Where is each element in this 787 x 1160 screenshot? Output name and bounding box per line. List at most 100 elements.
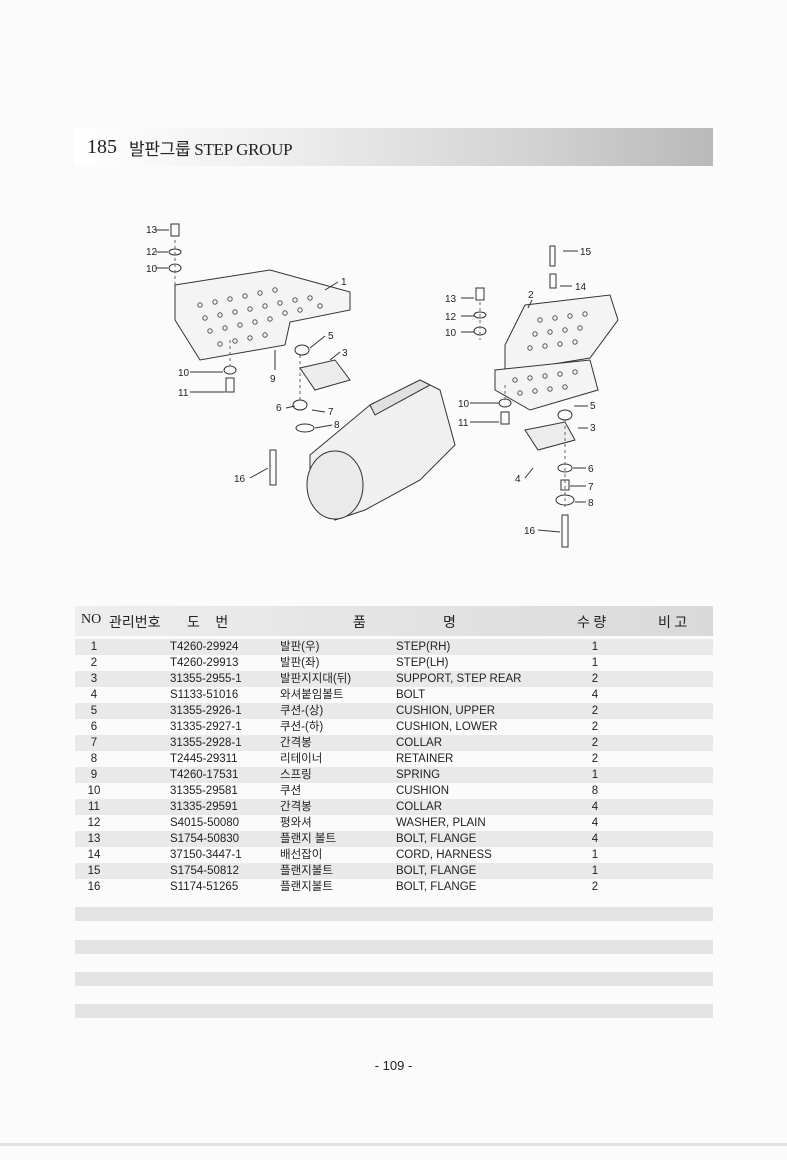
callout-11-rh: 11 — [458, 418, 469, 429]
row-no: 4 — [90, 689, 98, 701]
col-qty: 수 량 — [577, 616, 607, 631]
row-qty: 8 — [591, 785, 599, 797]
callout-9: 9 — [270, 374, 276, 385]
col-name: 명 — [443, 616, 456, 631]
callout-7-rh: 7 — [588, 482, 594, 493]
row-part-number: T4260-29924 — [170, 641, 239, 653]
row-korean-name: 쿠션 — [280, 785, 302, 797]
row-korean-name: 플랜지 볼트 — [280, 833, 337, 845]
cushion-stack-rh — [498, 398, 575, 506]
row-no: 16 — [87, 881, 101, 893]
row-part-number: 31335-2927-1 — [170, 721, 242, 733]
row-no: 8 — [90, 753, 98, 765]
callout-14: 14 — [575, 282, 587, 293]
row-part-number: S1174-51265 — [170, 881, 239, 893]
table-row: 5 31355-2926-1 쿠션-(상) CUSHION, UPPER 2 — [75, 703, 713, 719]
row-qty: 2 — [591, 753, 599, 765]
row-part-number: 31355-29581 — [170, 785, 238, 797]
row-qty: 1 — [591, 849, 599, 861]
row-qty: 2 — [591, 673, 599, 685]
callout-15: 15 — [580, 247, 592, 258]
row-korean-name: 평와셔 — [280, 817, 312, 829]
empty-row-stripe — [75, 972, 713, 986]
row-part-number: 37150-3447-1 — [170, 849, 242, 861]
row-part-number: 31355-2926-1 — [170, 705, 242, 717]
callout-5-lh: 5 — [328, 331, 334, 342]
cushion-stack-lh — [223, 344, 315, 433]
callout-12-lh: 12 — [146, 247, 158, 258]
row-no: 7 — [90, 737, 98, 749]
row-english-name: BOLT, FLANGE — [396, 881, 477, 893]
exploded-parts-diagram: 13 12 10 1 10 11 9 5 3 6 7 8 16 15 14 2 … — [146, 223, 619, 548]
callout-6-lh: 6 — [276, 403, 282, 414]
row-part-number: 31355-2928-1 — [170, 737, 242, 749]
row-korean-name: 쿠션-(상) — [280, 705, 324, 717]
row-english-name: CORD, HARNESS — [396, 849, 492, 861]
row-english-name: BOLT, FLANGE — [396, 865, 477, 877]
table-row: 10 31355-29581 쿠션 CUSHION 8 — [75, 783, 713, 799]
row-no: 11 — [88, 801, 100, 813]
step-plate-rh-upper — [504, 294, 619, 373]
empty-row-stripe — [75, 907, 713, 921]
row-part-number: S4015-50080 — [170, 817, 240, 829]
row-english-name: COLLAR — [396, 737, 443, 749]
row-no: 9 — [90, 769, 98, 781]
col-item: 품 — [353, 616, 366, 631]
row-qty: 4 — [591, 689, 599, 701]
row-korean-name: 간격봉 — [280, 801, 312, 813]
callout-6-rh: 6 — [588, 464, 594, 475]
row-no: 5 — [90, 705, 98, 717]
table-row: 14 37150-3447-1 배선잡이 CORD, HARNESS 1 — [75, 847, 713, 863]
row-english-name: CUSHION, UPPER — [396, 705, 496, 717]
row-korean-name: 플랜지볼트 — [280, 881, 333, 893]
callout-2: 2 — [528, 290, 534, 301]
row-part-number: S1754-50812 — [170, 865, 240, 877]
row-english-name: COLLAR — [396, 801, 443, 813]
callout-12-rh: 12 — [445, 312, 457, 323]
row-part-number: S1754-50830 — [170, 833, 240, 845]
callout-8-rh: 8 — [588, 498, 594, 509]
callout-10-rh-lower: 10 — [458, 399, 470, 410]
callout-10-lh: 10 — [146, 264, 158, 275]
row-korean-name: 쿠션-(하) — [280, 721, 324, 733]
row-qty: 1 — [591, 769, 599, 781]
row-korean-name: 발판지지대(뒤) — [280, 673, 352, 685]
callout-10-lh-lower: 10 — [178, 368, 190, 379]
row-qty: 2 — [591, 721, 599, 733]
row-korean-name: 배선잡이 — [280, 849, 323, 861]
row-qty: 4 — [591, 817, 599, 829]
row-korean-name: 플랜지볼트 — [280, 865, 333, 877]
row-english-name: BOLT — [396, 689, 426, 701]
row-qty: 1 — [591, 641, 599, 653]
row-english-name: SPRING — [396, 769, 441, 781]
callout-11-lh: 11 — [178, 388, 189, 399]
row-qty: 4 — [591, 801, 599, 813]
row-no: 2 — [90, 657, 98, 669]
row-korean-name: 리테이너 — [280, 753, 323, 765]
callout-13-rh: 13 — [445, 294, 457, 305]
row-no: 14 — [87, 849, 101, 861]
row-no: 15 — [87, 865, 101, 877]
callout-10-rh: 10 — [445, 328, 457, 339]
empty-row-stripe — [75, 940, 713, 954]
callout-4: 4 — [515, 474, 521, 485]
row-english-name: CUSHION — [396, 785, 450, 797]
support-bracket-lh — [299, 359, 351, 391]
callout-13-lh: 13 — [146, 225, 158, 236]
callout-16-rh: 16 — [524, 526, 536, 537]
callout-8-lh: 8 — [334, 420, 340, 431]
row-qty: 2 — [591, 705, 599, 717]
row-part-number: T4260-17531 — [170, 769, 239, 781]
row-no: 10 — [87, 785, 101, 797]
callout-3-rh: 3 — [590, 423, 596, 434]
row-english-name: STEP(RH) — [396, 641, 451, 653]
section-number: 185 — [87, 135, 117, 158]
